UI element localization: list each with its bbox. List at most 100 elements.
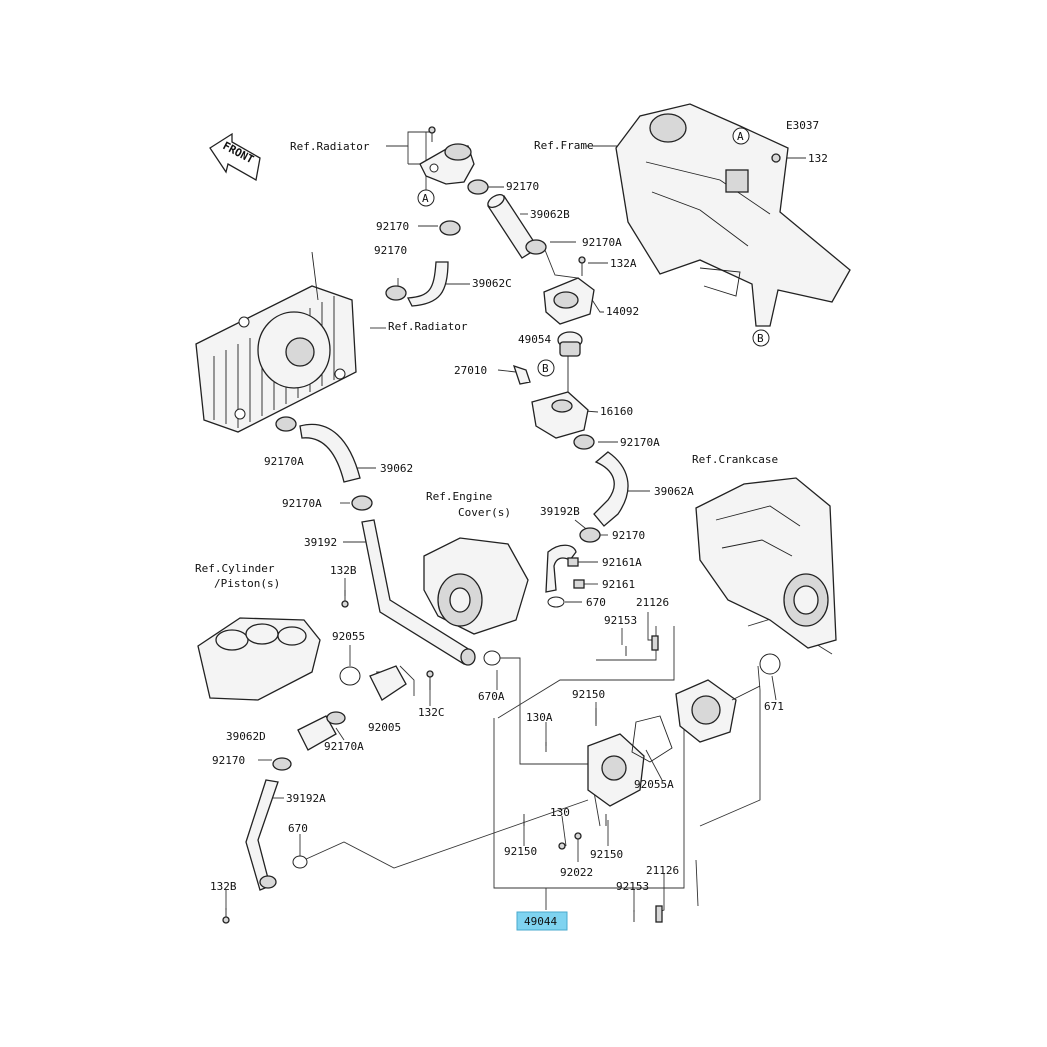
pipe-39192B — [545, 544, 577, 593]
crankcase — [695, 477, 837, 649]
hose-39062 — [299, 423, 361, 483]
part-16160: 16160 — [600, 405, 633, 418]
part-39192A: 39192A — [286, 792, 326, 805]
o-ring-670-bot — [292, 855, 308, 869]
part-49044[interactable]: 49044 — [524, 915, 557, 928]
diagram-code: E3037 — [786, 119, 819, 132]
hose-clamp-92170A-left — [275, 416, 297, 432]
hose-clamp-92170A-bot — [326, 711, 346, 725]
hose-clamp-92170-top — [467, 179, 489, 195]
part-92055: 92055 — [332, 630, 365, 643]
part-92161: 92161 — [602, 578, 635, 591]
part-39192: 39192 — [304, 536, 337, 549]
part-670-r: 670 — [586, 596, 606, 609]
part-132: 132 — [808, 152, 828, 165]
filler-neck — [419, 126, 475, 185]
part-132B-bot: 132B — [210, 880, 237, 893]
hose-clamp-92170-bot — [272, 757, 292, 771]
part-92055A: 92055A — [634, 778, 674, 791]
part-49054: 49054 — [518, 333, 551, 346]
hose-39062D — [297, 715, 337, 751]
part-92153-bot: 92153 — [616, 880, 649, 893]
hose-clamp-92170-l1 — [439, 220, 461, 236]
svg-text:B: B — [757, 332, 764, 345]
marker-a-top: A — [417, 189, 435, 207]
part-21126-top: 21126 — [636, 596, 669, 609]
part-132C: 132C — [418, 706, 445, 719]
ref-engine-cover-line2: Cover(s) — [458, 506, 511, 519]
part-92153-top: 92153 — [604, 614, 637, 627]
bolt-132 — [771, 153, 781, 163]
pipe-39192 — [361, 519, 476, 666]
front-arrow-icon: FRONT — [209, 132, 261, 182]
ref-radiator: Ref.Radiator — [388, 320, 468, 333]
hose-clamp-92170-r — [579, 527, 601, 543]
o-ring-670-r — [547, 596, 565, 608]
part-92170-top: 92170 — [506, 180, 539, 193]
ref-cylinder-line1: Ref.Cylinder — [195, 562, 275, 575]
part-39062D: 39062D — [226, 730, 266, 743]
bolts-pump — [523, 635, 663, 923]
marker-b-mid: B — [537, 359, 555, 377]
part-132A: 132A — [610, 257, 637, 270]
part-92170-bot: 92170 — [212, 754, 245, 767]
hose-39062C — [406, 261, 449, 307]
part-92170A-mid: 92170A — [620, 436, 660, 449]
bolt-132C — [426, 670, 434, 690]
part-132B-top: 132B — [330, 564, 357, 577]
part-39062A: 39062A — [654, 485, 694, 498]
hose-clamp-92170A-top — [525, 239, 547, 255]
pipe-39192A — [245, 779, 279, 891]
part-92022: 92022 — [560, 866, 593, 879]
part-labels: 92170 39062B 92170 92170A 132A 92170 390… — [210, 152, 828, 893]
part-92005: 92005 — [368, 721, 401, 734]
part-92150-l: 92150 — [504, 845, 537, 858]
gasket-92055A — [631, 715, 673, 763]
part-92170-l1: 92170 — [376, 220, 409, 233]
engine-cover — [423, 537, 529, 635]
radiator — [195, 251, 357, 433]
assembly-49044-callout[interactable]: 49044 — [516, 911, 568, 931]
part-670A: 670A — [478, 690, 505, 703]
o-ring-92055 — [339, 666, 361, 686]
part-39062: 39062 — [380, 462, 413, 475]
ref-engine-cover-line1: Ref.Engine — [426, 490, 492, 503]
part-92170-l2: 92170 — [374, 244, 407, 257]
hose-clamp-92170A-hose — [351, 495, 373, 511]
thermostat-housing-16160 — [531, 356, 589, 439]
fitting-92005 — [369, 665, 407, 701]
svg-text:A: A — [422, 192, 429, 205]
part-92170-r: 92170 — [612, 529, 645, 542]
part-92170A-bot: 92170A — [324, 740, 364, 753]
temperature-sensor-27010 — [512, 364, 531, 385]
hose-39062A — [593, 451, 629, 527]
part-39062C: 39062C — [472, 277, 512, 290]
bolt-132B-bot — [222, 908, 230, 924]
o-ring-671 — [759, 653, 781, 675]
svg-text:B: B — [542, 362, 549, 375]
hose-39062B — [487, 193, 539, 259]
part-92150-r: 92150 — [590, 848, 623, 861]
part-92161A: 92161A — [602, 556, 642, 569]
thermostat-49054 — [557, 331, 583, 357]
clip-92161A — [567, 557, 579, 567]
frame — [615, 103, 851, 327]
water-pump-cover — [587, 733, 645, 807]
part-27010: 27010 — [454, 364, 487, 377]
clip-92161 — [573, 579, 585, 589]
hose-clamp-92170-l2 — [385, 285, 407, 301]
ref-radiator-top: Ref.Radiator — [290, 140, 370, 153]
part-92170A-top: 92170A — [582, 236, 622, 249]
part-14092: 14092 — [606, 305, 639, 318]
ref-cylinder-line2: /Piston(s) — [214, 577, 280, 590]
water-pump-body — [675, 679, 761, 743]
part-92150-top: 92150 — [572, 688, 605, 701]
part-130A: 130A — [526, 711, 553, 724]
ref-frame: Ref.Frame — [534, 139, 594, 152]
part-130: 130 — [550, 806, 570, 819]
svg-text:A: A — [737, 130, 744, 143]
marker-a-frame: A — [732, 127, 750, 145]
part-671: 671 — [764, 700, 784, 713]
thermostat-cover-14092 — [543, 277, 595, 325]
